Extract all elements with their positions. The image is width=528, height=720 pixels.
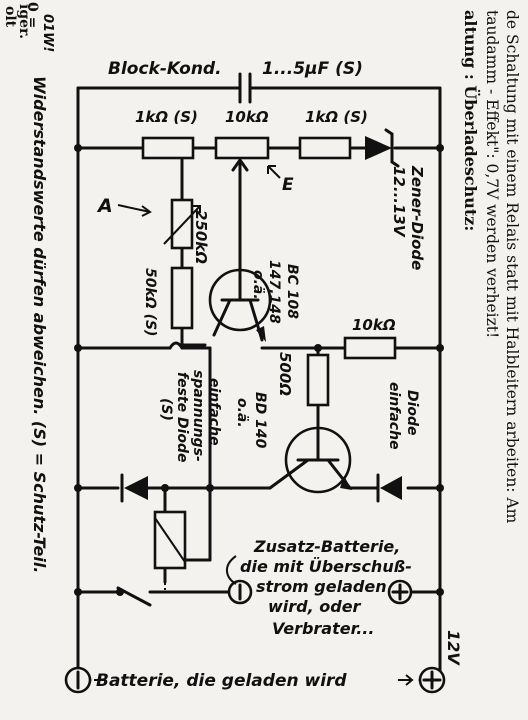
diode-left-symbol — [120, 473, 148, 503]
battery-minus-terminal — [64, 666, 92, 694]
pot-label: 10kΩ — [225, 108, 269, 126]
svg-text:(S): (S) — [158, 398, 174, 421]
transistor-t1 — [208, 268, 272, 342]
edge-text-a: olt — [2, 6, 18, 28]
capacitor-label: Block-Kond. — [108, 59, 222, 79]
svg-text:BC 108: BC 108 — [284, 264, 300, 319]
mark-e: E — [282, 175, 294, 195]
svg-text:o.ä.: o.ä. — [250, 270, 266, 300]
voltage-label: 12V — [444, 630, 463, 666]
resistor-50k — [170, 266, 194, 330]
svg-text:12...13V: 12...13V — [390, 166, 408, 238]
svg-text:Zusatz-Batterie,: Zusatz-Batterie, — [253, 537, 400, 556]
resistor-50k-label: 50kΩ (S) — [142, 268, 158, 336]
edge-mark: 01W! — [40, 14, 55, 52]
relay-switch — [116, 582, 166, 607]
resistor-500 — [306, 353, 330, 407]
aux-bracket-left-icon — [226, 555, 237, 585]
svg-text:50kΩ (S): 50kΩ (S) — [142, 268, 158, 336]
svg-text:altung : Überladeschutz:: altung : Überladeschutz: — [461, 10, 481, 231]
svg-text:12V: 12V — [444, 630, 463, 666]
resistor-10k-label: 10kΩ — [352, 316, 396, 334]
zener-diode-symbol — [365, 128, 400, 168]
svg-text:die mit Überschuß-: die mit Überschuß- — [240, 557, 412, 576]
svg-text:BD 140: BD 140 — [252, 392, 268, 449]
svg-text:wird, oder: wird, oder — [268, 597, 362, 616]
printed-line-2: taudamm - Effekt": 0,7V werden verheizt! — [483, 10, 501, 338]
diode-right-symbol — [376, 473, 402, 503]
arrow-a-icon — [117, 204, 152, 217]
aux-plus-terminal — [387, 579, 413, 605]
edge-text-b: 0 = — [24, 2, 40, 28]
diode-left-label: einfache spannungs- feste Diode (S) — [158, 370, 222, 463]
printed-line-1: de Schaltung mit einem Relais statt mit … — [503, 10, 521, 524]
svg-text:o.ä.: o.ä. — [234, 398, 250, 428]
edge-text-c: iger. — [16, 4, 32, 39]
block-capacitor — [238, 72, 252, 104]
resistor-1k-right-label: 1kΩ (S) — [305, 108, 368, 126]
resistor-10k — [343, 336, 397, 360]
transistor-t2 — [268, 426, 352, 494]
diode-right-label: einfache Diode — [386, 382, 420, 450]
svg-text:250kΩ: 250kΩ — [192, 210, 210, 264]
capacitor-value: 1...5µF (S) — [262, 59, 363, 79]
svg-text:147,148: 147,148 — [266, 260, 282, 324]
wiper-arrow-icon — [231, 158, 249, 177]
variable-arrow-icon — [163, 205, 201, 245]
junctions — [74, 144, 444, 596]
resistor-500-label: 500Ω — [276, 352, 294, 396]
battery-plus-terminal — [418, 666, 446, 694]
t2-label: BD 140 o.ä. — [234, 392, 268, 449]
arrow-e-icon — [267, 165, 281, 179]
printed-line-3: altung : Überladeschutz: — [461, 10, 481, 231]
relay-coil — [153, 510, 187, 570]
svg-text:Zener-Diode: Zener-Diode — [408, 165, 426, 270]
t1-label: BC 108 147,148 o.ä. — [250, 260, 300, 324]
svg-text:de Schaltung mit einem Relais: de Schaltung mit einem Relais statt mit … — [503, 10, 521, 524]
svg-text:500Ω: 500Ω — [276, 352, 294, 396]
aux-minus-terminal — [227, 579, 253, 605]
resistor-1k-left — [141, 136, 195, 160]
resistor-1k-left-label: 1kΩ (S) — [135, 108, 198, 126]
svg-text:01W!: 01W! — [40, 14, 55, 52]
aux-battery-note: Zusatz-Batterie, die mit Überschuß- stro… — [240, 537, 412, 638]
svg-text:taudamm - Effekt": 0,7V werden: taudamm - Effekt": 0,7V werden verheizt! — [483, 10, 501, 338]
battery-label: Batterie, die geladen wird — [96, 671, 347, 691]
arrow-right-icon — [398, 674, 414, 686]
resistor-250k-label: 250kΩ — [192, 210, 210, 264]
svg-text:spannungs-: spannungs- — [190, 370, 206, 462]
svg-text:iger.: iger. — [16, 4, 32, 39]
zener-label: Zener-Diode 12...13V — [390, 165, 426, 270]
potentiometer-10k — [214, 136, 270, 160]
svg-text:Diode: Diode — [404, 390, 420, 436]
resistor-1k-right — [298, 136, 352, 160]
svg-text:0 =: 0 = — [24, 2, 40, 28]
svg-text:olt: olt — [2, 6, 18, 28]
svg-text:einfache: einfache — [206, 378, 222, 446]
svg-text:feste Diode: feste Diode — [174, 372, 190, 463]
side-note: Widerstandswerte dürfen abweichen. (S) =… — [30, 76, 49, 573]
svg-text:Widerstandswerte dürfen abweic: Widerstandswerte dürfen abweichen. (S) =… — [30, 76, 49, 573]
svg-text:strom geladen: strom geladen — [256, 577, 387, 596]
svg-text:Verbrater...: Verbrater... — [272, 619, 374, 638]
mark-a: A — [96, 195, 113, 217]
svg-text:einfache: einfache — [386, 382, 402, 450]
